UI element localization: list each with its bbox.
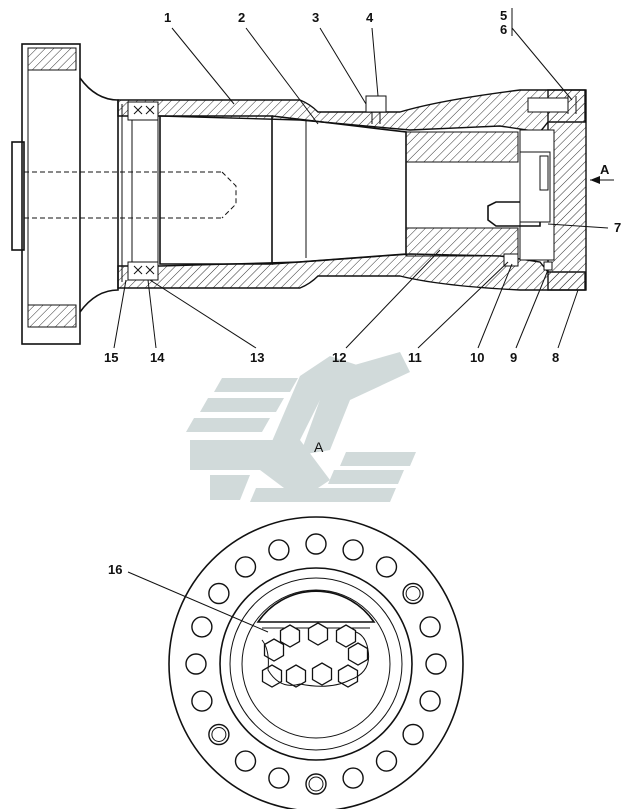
- hex-bolt-group: [261, 622, 369, 688]
- view-a: A 16: [108, 439, 464, 809]
- callouts: 1 2 3 4 5 6 7 8 9 10 11 12 13 14 15: [104, 8, 621, 365]
- bolt-hole: [305, 533, 327, 555]
- view-arrow: A: [590, 162, 614, 184]
- sleeve-lower: [405, 227, 519, 257]
- bolt-hole-ring: [185, 533, 447, 795]
- inner-circle-2: [229, 577, 403, 751]
- hex-bolt-head: [335, 624, 357, 648]
- bolt-hole: [419, 616, 441, 638]
- callout-9: 9: [510, 350, 517, 365]
- callout-5: 5: [500, 8, 507, 23]
- bolt-hole: [342, 767, 364, 789]
- hex-bolt-head: [279, 624, 301, 648]
- section-view: A: [11, 43, 614, 345]
- bolt-hole: [402, 582, 424, 605]
- bolt-hole: [234, 556, 257, 578]
- hex-bolt-head: [311, 662, 333, 686]
- bolt-hole: [342, 539, 364, 561]
- bolt-hole: [402, 723, 424, 746]
- bolt-hole: [268, 539, 290, 561]
- callout-16: 16: [108, 562, 122, 577]
- flange-hatch-bottom: [27, 304, 77, 328]
- callout-1: 1: [164, 10, 171, 25]
- bolt-top: [527, 97, 569, 113]
- callout-6: 6: [500, 22, 507, 37]
- bolt-7: [487, 201, 541, 227]
- shaft-cone: [159, 115, 273, 265]
- callout-4: 4: [366, 10, 374, 25]
- inner-circle-1: [219, 567, 413, 761]
- bolt-hole: [375, 750, 398, 772]
- view-title: A: [314, 439, 324, 455]
- callout-11: 11: [408, 350, 422, 365]
- bolt-hole: [375, 556, 398, 578]
- bolt-hole: [208, 582, 230, 605]
- callout-2: 2: [238, 10, 245, 25]
- callout-8: 8: [552, 350, 559, 365]
- bolt-hole: [419, 690, 441, 712]
- bearing-left-bottom: [127, 261, 159, 281]
- sleeve: [405, 131, 519, 163]
- inner-circle-3: [241, 589, 391, 739]
- hex-bolt-head: [285, 664, 307, 688]
- screw-4: [365, 95, 387, 113]
- flange: [21, 43, 81, 345]
- bolt-hole: [191, 690, 213, 712]
- bolt-hole: [425, 653, 447, 675]
- bolt-hole: [185, 653, 207, 675]
- bolt-hole-inner: [308, 776, 324, 792]
- bolt-hole: [191, 616, 213, 638]
- lock-plate: [256, 590, 376, 623]
- callout-15: 15: [104, 350, 118, 365]
- hex-bolt-head: [337, 664, 359, 688]
- callout-14: 14: [150, 350, 165, 365]
- bolt-hole: [234, 750, 257, 772]
- logo-watermark-icon: [186, 352, 416, 502]
- callout-13: 13: [250, 350, 264, 365]
- bolt-hole: [305, 773, 327, 795]
- bolt-hole: [268, 767, 290, 789]
- hex-bolt-head: [307, 622, 329, 646]
- bolt-hole-inner: [211, 727, 227, 742]
- callout-12: 12: [332, 350, 346, 365]
- callout-10: 10: [470, 350, 484, 365]
- pilot-boss: [11, 141, 25, 251]
- flange-outer-circle: [168, 516, 464, 809]
- bolt-hole: [208, 723, 230, 746]
- callout-3: 3: [312, 10, 319, 25]
- callout-7: 7: [614, 220, 621, 235]
- view-arrow-label: A: [600, 162, 610, 177]
- bolt-hole-inner: [405, 586, 421, 601]
- bearing-left-top: [127, 101, 159, 121]
- hex-bolt-head: [347, 642, 369, 666]
- flange-hatch-top: [27, 47, 77, 71]
